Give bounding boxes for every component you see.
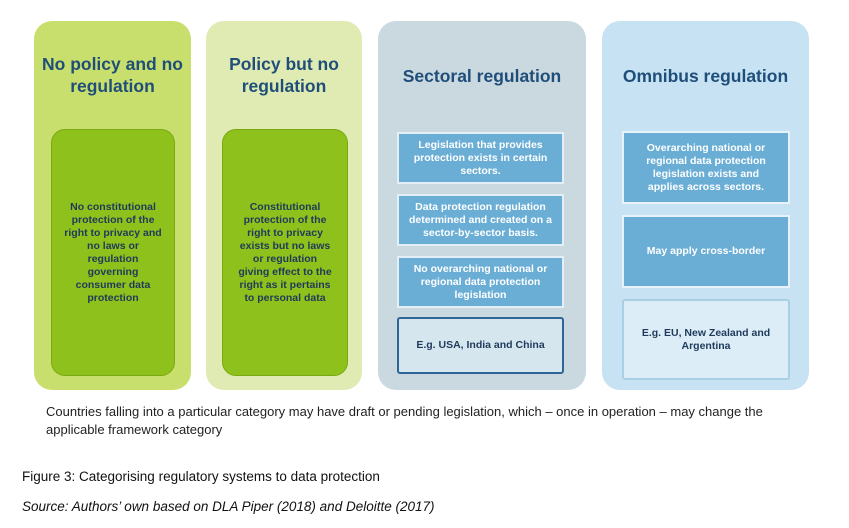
feature-box: Legislation that provides protection exi… — [397, 132, 564, 184]
figure-source: Source: Authors’ own based on DLA Piper … — [22, 499, 435, 514]
feature-box: No overarching national or regional data… — [397, 256, 564, 308]
category-title: No policy and no regulation — [42, 54, 183, 96]
category-policy-no-regulation: Policy but no regulation Constitutional … — [206, 21, 362, 390]
category-omnibus-regulation: Omnibus regulation Overarching national … — [602, 21, 809, 390]
feature-box: Data protection regulation determined an… — [397, 194, 564, 246]
footnote: Countries falling into a particular cate… — [46, 404, 763, 437]
feature-box: Overarching national or regional data pr… — [622, 131, 790, 204]
category-description: No constitutional protection of the righ… — [51, 129, 175, 376]
category-sectoral-regulation: Sectoral regulation Legislation that pro… — [378, 21, 586, 390]
example-box: E.g. USA, India and China — [397, 317, 564, 374]
figure-caption: Figure 3: Categorising regulatory system… — [22, 469, 380, 484]
feature-box: May apply cross-border — [622, 215, 790, 288]
category-no-policy-no-regulation: No policy and no regulation No constitut… — [34, 21, 191, 390]
example-box: E.g. EU, New Zealand and Argentina — [622, 299, 790, 380]
category-description: Constitutional protection of the right t… — [222, 129, 348, 376]
category-title: Sectoral regulation — [402, 66, 562, 86]
category-title: Omnibus regulation — [622, 66, 789, 86]
category-title: Policy but no regulation — [229, 54, 339, 96]
